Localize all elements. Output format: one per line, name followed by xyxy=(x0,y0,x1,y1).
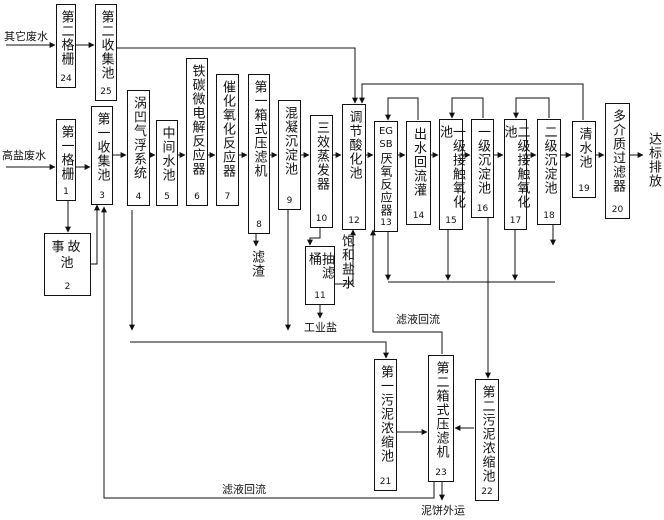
label-industrial-salt: 工业盐 xyxy=(304,321,337,334)
unit-24-second-grille: 第二格栅 24 xyxy=(56,4,76,88)
unit-name: 催化氧化反应器 xyxy=(220,80,235,178)
unit-name: 出水回流灌 xyxy=(411,127,426,197)
unit-12-regulating-acidification: 调节酸化池 12 xyxy=(342,104,366,230)
unit-10-triple-effect-evaporator: 三效蒸发器 10 xyxy=(310,115,333,228)
unit-20-multimedia-filter: 多介质过滤器 20 xyxy=(605,103,630,219)
label-filter-residue: 滤渣 xyxy=(249,250,264,278)
unit-number: 19 xyxy=(578,184,590,194)
unit-5-intermediate-pool: 中间水池 5 xyxy=(156,120,178,206)
unit-name: 清水池 xyxy=(576,127,592,169)
unit-number: 6 xyxy=(194,192,200,202)
unit-number: 23 xyxy=(435,468,447,478)
unit-name: 涡凹气浮系统 xyxy=(131,96,146,180)
unit-number: 2 xyxy=(64,282,71,292)
unit-name: 第二箱式压滤机 xyxy=(433,361,449,459)
label-filtrate-return-lower: 滤液回流 xyxy=(222,483,266,496)
unit-11-suction-filter-tank: 抽滤桶 11 xyxy=(305,246,335,305)
unit-25-second-collection-pool: 第二收集池 25 xyxy=(95,4,117,101)
label-other-wastewater: 其它废水 xyxy=(4,30,48,43)
unit-number: 20 xyxy=(611,205,624,215)
unit-18-second-sedimentation: 二级沉淀池 18 xyxy=(537,119,561,225)
unit-name: 抽滤桶 xyxy=(306,252,334,280)
unit-name-latin-1: EG xyxy=(378,126,394,137)
label-saturated-brine: 饱和盐水 xyxy=(339,234,354,290)
unit-name-latin-2: SB xyxy=(379,139,393,150)
unit-name: 第二收集池 xyxy=(98,10,114,80)
unit-16-first-sedimentation: 一级沉淀池 16 xyxy=(471,119,494,218)
unit-8-first-chamber-filter-press: 第一箱式压滤机 8 xyxy=(248,74,270,234)
unit-number: 10 xyxy=(315,214,328,224)
label-sludge-out: 泥饼外运 xyxy=(421,504,465,517)
unit-name: 第一箱式压滤机 xyxy=(251,80,267,178)
unit-number: 15 xyxy=(445,216,457,226)
unit-7-catalytic-oxidation-reactor: 催化氧化反应器 7 xyxy=(216,74,239,206)
unit-3-first-collection-pool: 第一收集池 3 xyxy=(91,106,113,205)
unit-name: 多介质过滤器 xyxy=(610,109,625,193)
unit-2-emergency-pool: 事故池 2 xyxy=(44,233,91,296)
unit-number: 4 xyxy=(135,192,142,202)
unit-number: 5 xyxy=(164,192,170,202)
unit-number: 13 xyxy=(380,218,392,228)
unit-number: 16 xyxy=(476,204,489,214)
unit-14-effluent-reflux-tank: 出水回流灌 14 xyxy=(406,121,431,225)
unit-17-second-contact-oxidation: 二级接触氧化池 17 xyxy=(501,119,530,230)
unit-name: 第一格栅 xyxy=(58,125,74,181)
unit-4-cavitation-air-flotation: 涡凹气浮系统 4 xyxy=(127,90,150,206)
label-salty-wastewater: 高盐废水 xyxy=(2,149,46,162)
unit-1-first-grille: 第一格栅 1 xyxy=(56,119,76,201)
unit-15-first-contact-oxidation: 一级接触氧化池 15 xyxy=(437,119,465,230)
unit-name: 二级沉淀池 xyxy=(541,125,557,195)
unit-number: 24 xyxy=(60,74,72,84)
unit-number: 22 xyxy=(481,487,493,497)
unit-23-second-chamber-filter-press: 第二箱式压滤机 23 xyxy=(428,355,454,482)
unit-19-clear-water-pool: 清水池 19 xyxy=(572,121,596,198)
label-discharge: 达标排放 xyxy=(646,132,661,188)
unit-22-second-sludge-thickener: 第二污泥浓缩池 22 xyxy=(475,379,499,501)
unit-number: 3 xyxy=(99,191,105,201)
unit-6-iron-carbon-reactor: 铁碳微电解反应器 6 xyxy=(186,58,208,206)
unit-number: 12 xyxy=(348,216,360,226)
unit-number: 21 xyxy=(379,477,392,487)
unit-name: 一级接触氧化池 xyxy=(437,125,465,209)
unit-number: 7 xyxy=(224,192,231,202)
unit-number: 8 xyxy=(256,220,262,230)
unit-number: 17 xyxy=(509,216,522,226)
unit-number: 11 xyxy=(314,291,326,301)
unit-name: 二级接触氧化池 xyxy=(501,125,530,209)
unit-name: 厌氧反应器 xyxy=(379,152,393,217)
unit-name: 铁碳微电解反应器 xyxy=(189,64,205,176)
unit-number: 1 xyxy=(63,187,69,197)
unit-13-egsb-anaerobic-reactor: EG SB 厌氧反应器 13 xyxy=(374,121,398,232)
unit-name: 事故池 xyxy=(51,240,84,271)
unit-name: 三效蒸发器 xyxy=(314,121,329,191)
unit-21-first-sludge-thickener: 第一污泥浓缩池 21 xyxy=(374,359,397,491)
unit-name: 第一收集池 xyxy=(94,112,110,182)
unit-name: 调节酸化池 xyxy=(346,110,362,180)
unit-name: 一级沉淀池 xyxy=(475,125,490,195)
unit-number: 18 xyxy=(543,211,555,221)
unit-name: 第二格栅 xyxy=(58,10,74,66)
unit-name: 中间水池 xyxy=(159,126,175,182)
unit-name: 混凝沉淀池 xyxy=(282,106,297,176)
label-filtrate-return-upper: 滤液回流 xyxy=(396,313,440,326)
unit-9-coagulation-sedimentation: 混凝沉淀池 9 xyxy=(278,100,301,210)
unit-name: 第二污泥浓缩池 xyxy=(479,385,495,483)
unit-name: 第一污泥浓缩池 xyxy=(378,365,393,463)
unit-number: 14 xyxy=(412,211,425,221)
unit-number: 9 xyxy=(286,196,293,206)
unit-number: 25 xyxy=(100,87,112,97)
